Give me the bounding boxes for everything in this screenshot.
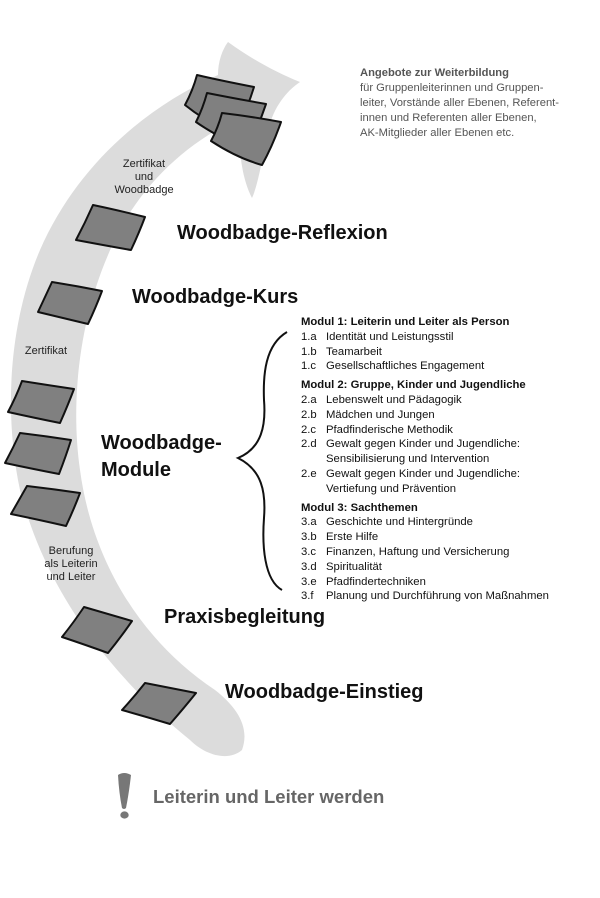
module-item-number: 3.c [301,545,317,558]
diamond-module-2 [10,485,81,527]
module-item: 1.c Gesellschaftliches Engagement [301,359,597,374]
module-brace [235,331,288,591]
module-item-text: Pfadfinderische Methodik [326,423,453,436]
exclamation-icon [118,773,131,819]
module-item: 3.c Finanzen, Haftung und Versicherung [301,545,597,560]
side-label-line: und Leiter [46,571,96,583]
stage-woodbadge-reflexion: Woodbadge-Reflexion [177,222,388,244]
module-item: 3.a Geschichte und Hintergründe [301,515,597,530]
module-item-number: 3.b [301,531,317,544]
module-item-number: 1.a [301,330,317,343]
module-item: Vertiefung und Prävention [301,482,597,497]
module-item-number: 3.f [301,590,314,603]
stage-woodbadge-module: Woodbadge- Module [101,430,222,484]
module-item-text: Vertiefung und Prävention [326,482,457,495]
diamond-praxis [61,606,133,654]
module-item-text: Mädchen und Jungen [326,408,435,421]
stage-module-line: Module [101,459,171,481]
side-label-line: als Leiterin [44,558,98,570]
label-berufung: Berufung als Leiterin und Leiter [30,545,112,584]
intro-line: leiter, Vorstände aller Ebenen, Referent… [360,97,560,109]
module-item-text: Planung und Durchführung von Maßnahmen [326,590,549,603]
module-heading: Modul 2: Gruppe, Kinder und Jugendliche [301,379,526,392]
intro-line: AK-Mitglieder aller Ebenen etc. [360,127,515,139]
module-item: 1.a Identität und Leistungsstil [301,330,597,345]
module-item-text: Geschichte und Hintergründe [326,516,473,529]
module-item: 1.b Teamarbeit [301,345,597,360]
module-list: Modul 1: Leiterin und Leiter als Person 1… [301,315,597,604]
intro-text-block: Angebote zur Weiterbildung für Gruppenle… [360,66,590,141]
module-item-number: 1.b [301,345,317,358]
stage-woodbadge-einstieg: Woodbadge-Einstieg [225,681,424,703]
module-item: 2.d Gewalt gegen Kinder und Jugendliche: [301,437,597,452]
module-item-number: 2.a [301,393,317,406]
module-item-number: 3.a [301,516,317,529]
module-item-number: 2.b [301,408,317,421]
module-item: Sensibilisierung und Intervention [301,452,597,467]
intro-line: für Gruppenleiterinnen und Gruppen- [360,82,544,94]
module-item-number [301,482,326,497]
side-label-line: und [134,171,154,183]
stage-praxisbegleitung: Praxisbegleitung [164,606,326,628]
module-item-number: 3.e [301,575,317,588]
module-item-number: 2.d [301,438,317,451]
module-item: 3.f Planung und Durchführung von Maßnahme… [301,589,597,604]
curved-arrow [10,42,300,757]
module-item-text: Lebenswelt und Pädagogik [326,393,462,406]
side-label-line: Berufung [48,545,94,557]
module-item-text: Gewalt gegen Kinder und Jugendliche: [326,467,521,480]
module-item: 2.e Gewalt gegen Kinder und Jugendliche: [301,467,597,482]
label-zertifikat: Zertifikat [24,345,68,357]
module-item: 2.b Mädchen und Jungen [301,408,597,423]
diamond-module-1 [4,432,72,475]
stage-module-line: Woodbadge- [101,432,222,454]
module-item: 3.d Spiritualität [301,560,597,575]
module-item-number: 3.d [301,560,317,573]
module-item-number: 1.c [301,360,317,373]
final-label: Leiterin und Leiter werden [153,786,385,807]
module-item-text: Spiritualität [326,560,382,573]
module-heading: Modul 3: Sachthemen [301,501,418,514]
module-item-text: Gesellschaftliches Engagement [326,360,485,373]
diamond-zertifikat [7,380,75,424]
diamond-reflexion [75,204,146,251]
side-label-line: Woodbadge [114,184,174,196]
stage-woodbadge-kurs: Woodbadge-Kurs [132,286,299,308]
module-item-text: Finanzen, Haftung und Versicherung [326,545,510,558]
module-item: 2.c Pfadfinderische Methodik [301,423,597,438]
side-label-line: Zertifikat [122,158,166,170]
diamond-kurs [37,281,103,325]
diamond-einstieg [121,682,197,725]
module-item-text: Erste Hilfe [326,531,379,544]
module-item-text: Gewalt gegen Kinder und Jugendliche: [326,438,521,451]
module-item: 3.e Pfadfindertechniken [301,575,597,590]
module-item-text: Teamarbeit [326,345,382,358]
module-item-text: Pfadfindertechniken [326,575,426,588]
diamond-top-3 [210,112,282,166]
intro-title: Angebote zur Weiterbildung [360,67,509,79]
module-item: 2.a Lebenswelt und Pädagogik [301,393,597,408]
step-diamonds [4,74,282,725]
module-item-number: 2.c [301,423,317,436]
module-item: 3.b Erste Hilfe [301,530,597,545]
label-zertifikat-woodbadge: Zertifikat und Woodbadge [104,158,184,197]
module-item-text: Sensibilisierung und Intervention [326,453,490,466]
module-item-number [301,452,326,467]
module-item-number: 2.e [301,467,317,480]
intro-line: innen und Referenten aller Ebenen, [360,112,537,124]
module-item-text: Identität und Leistungsstil [326,330,454,343]
module-heading: Modul 1: Leiterin und Leiter als Person [301,316,510,328]
